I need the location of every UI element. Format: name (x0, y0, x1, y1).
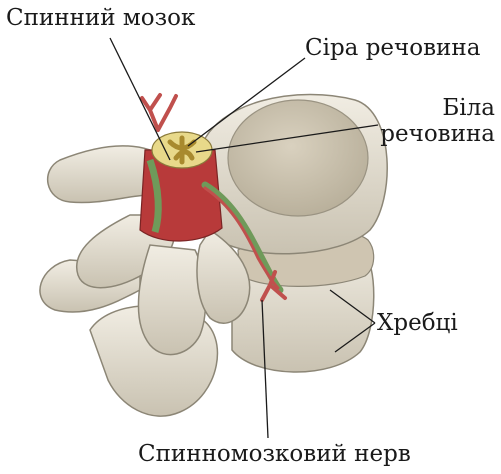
label-grey-matter: Сіра речовина (305, 36, 480, 62)
label-white-matter-line2: речовина (380, 121, 495, 147)
label-spinal-cord: Спинний мозок (6, 6, 195, 32)
label-spinal-nerve: Спинномозковий нерв (138, 442, 411, 468)
label-vertebrae: Хребці (377, 311, 458, 337)
label-white-matter: Біла речовина (375, 96, 495, 148)
label-white-matter-line1: Біла (442, 95, 495, 121)
vertebral-body (228, 100, 368, 216)
